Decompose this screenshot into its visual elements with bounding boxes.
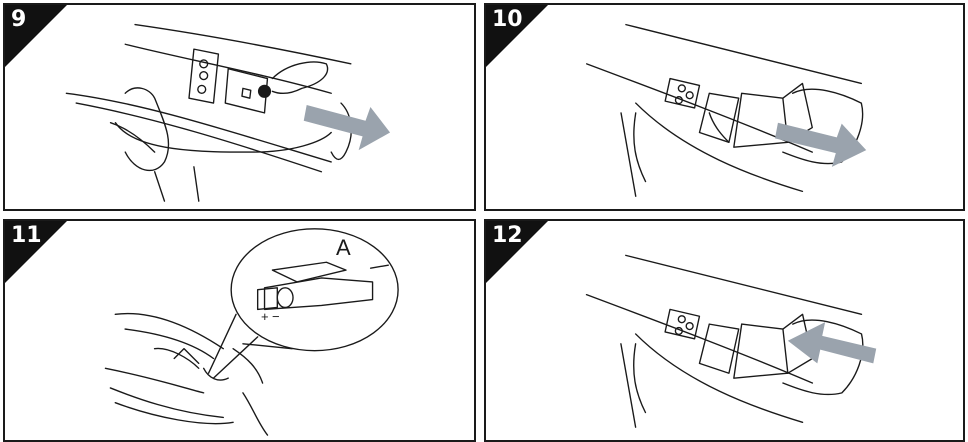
polarity-minus: − <box>272 309 280 324</box>
callout-label-a: A <box>336 235 351 260</box>
polarity-plus: + <box>261 309 269 324</box>
step-10-number: 10 <box>492 7 523 32</box>
step-9-number: 9 <box>11 7 27 32</box>
step-11-illustration <box>104 228 399 436</box>
step-10-badge: 10 <box>486 5 548 67</box>
step-9-panel: 9 <box>3 3 476 211</box>
step-9-badge: 9 <box>5 5 67 67</box>
step-12-number: 12 <box>492 223 523 248</box>
step-10-panel: 10 <box>484 3 965 211</box>
step-11-number: 11 <box>11 223 42 248</box>
step-10-illustration <box>586 23 867 197</box>
step-11-badge: 11 <box>5 221 67 283</box>
step-12-badge: 12 <box>486 221 548 283</box>
step-11-panel: A + − 11 <box>3 219 476 442</box>
step-12-illustration <box>585 254 877 428</box>
step-12-panel: 12 <box>484 219 965 442</box>
step-9-illustration <box>65 23 391 202</box>
